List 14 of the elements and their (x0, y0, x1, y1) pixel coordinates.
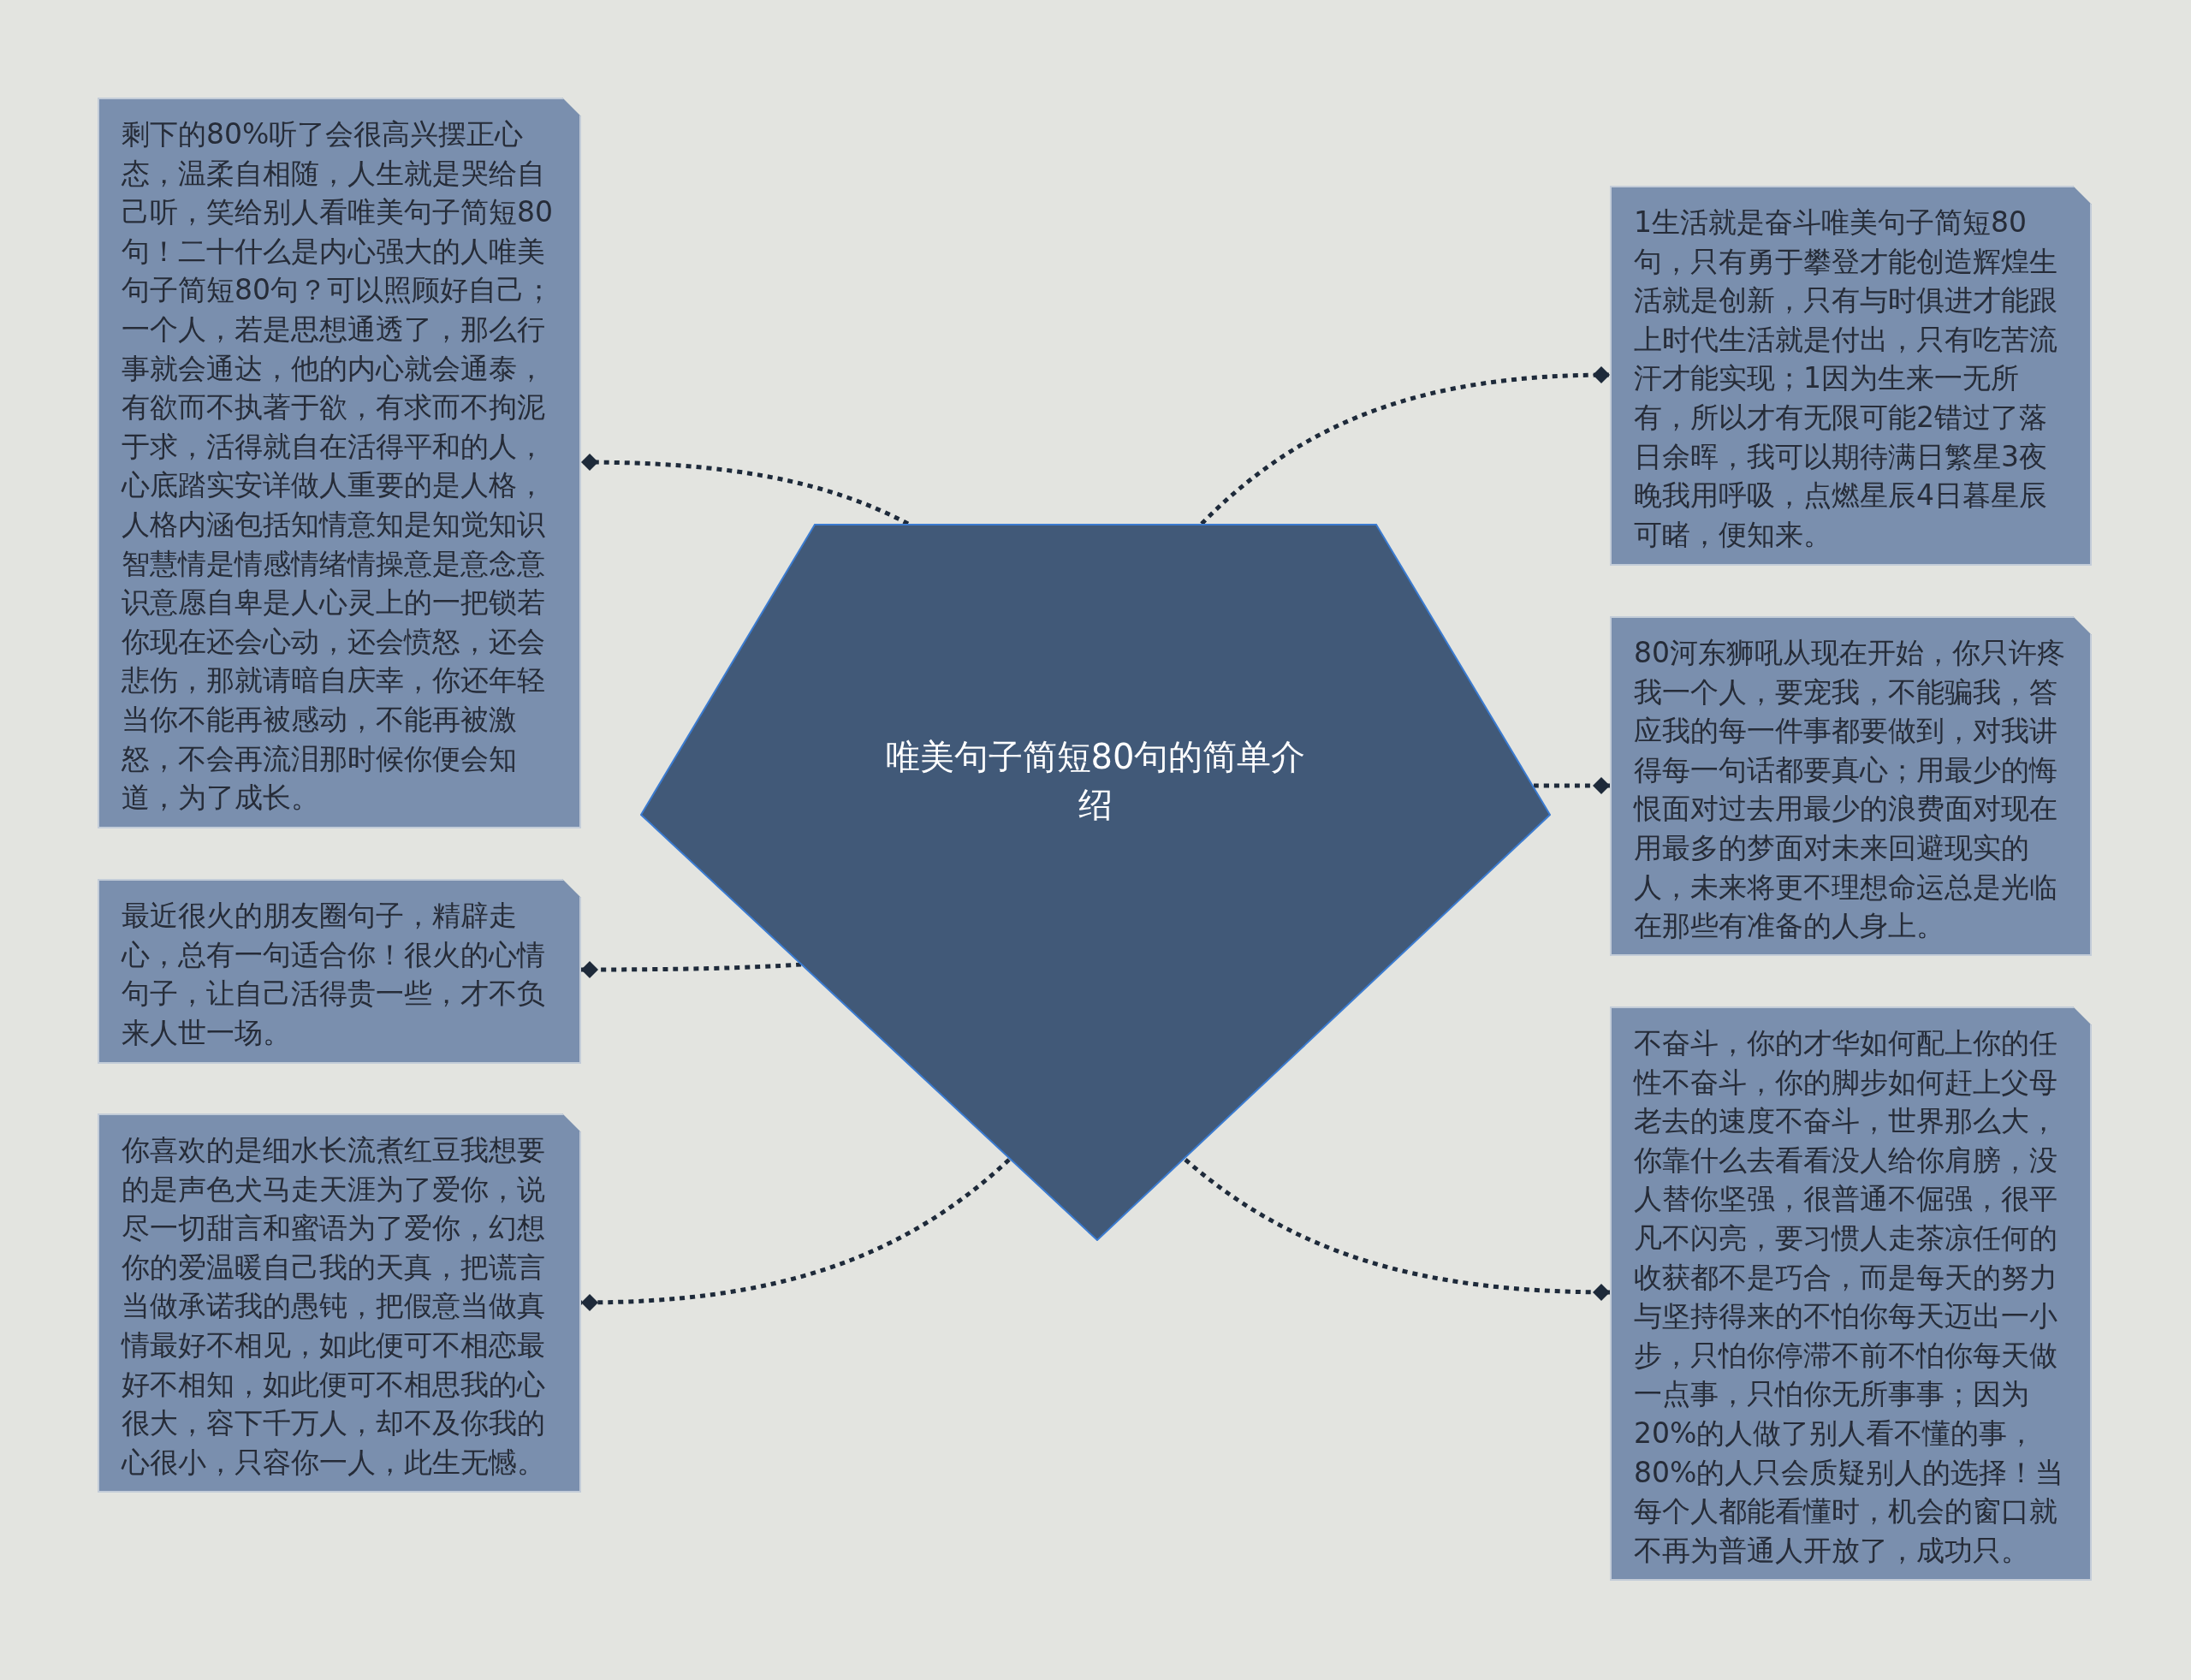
text-card: 不奋斗，你的才华如何配上你的任性不奋斗，你的脚步如何赶上父母老去的速度不奋斗，世界那么大，你靠什么去看看没人给你肩膀，没人替你坚强，很普通不倔强，很平凡不闪亮，要习惯人走茶凉任何的收获都不是巧合，而是每天的努力与坚持得来的不怕你每天迈出一小步，只怕你停滞不前不怕你每天做一点事，只怕你无所事事；因为20%的人做了别人看不懂的事，80%的人只会质疑别人的选择！当每个人都能看懂时，机会的窗口就不再为普通人开放了，成功只。 (1610, 1006, 2092, 1581)
text-card: 80河东狮吼从现在开始，你只许疼我一个人，要宠我，不能骗我，答应我的每一件事都要做到，对我讲得每一句话都要真心；用最少的悔恨面对过去用最少的浪费面对现在用最多的梦面对未来回避现实的人，未来将更不理想命运总是光临在那些有准备的人身上。 (1610, 616, 2092, 956)
topic-text: 唯美句子简短80句的简单介绍 (884, 736, 1307, 826)
dotted-connector (1200, 366, 1611, 525)
dotted-connector (580, 454, 910, 526)
text-card: 剩下的80%听了会很高兴摆正心态，温柔自相随，人生就是哭给自己听，笑给别人看唯美句子简短80句！二十什么是内心强大的人唯美句子简短80句？可以照顾好自己；一个人，若是思想通透了，那么行事就会通达，他的内心就会通泰，有欲而不执著于欲，有求而不拘泥于求，活得就自在活得平和的人，心底踏实安详做人重要的是人格，人格内涵包括知情意知是知觉知识智慧情是情感情绪情操意是意念意识意愿自卑是人心灵上的一把锁若你现在还会心动，还会愤怒，还会悲伤，那就请暗自庆幸，你还年轻当你不能再被感动，不能再被激怒，不会再流泪那时候你便会知道，为了成长。 (98, 98, 581, 828)
text-card: 最近很火的朋友圈句子，精辟走心，总有一句适合你！很火的心情句子，让自己活得贵一些，才不负来人世一场。 (98, 879, 581, 1064)
pentagon-shape (640, 524, 1551, 1241)
dotted-connector (1534, 777, 1610, 794)
text-card: 1生活就是奋斗唯美句子简短80句，只有勇于攀登才能创造辉煌生活就是创新，只有与时俱进才能跟上时代生活就是付出，只有吃苦流汗才能实现；1因为生来一无所有，所以才有无限可能2错过了落日余晖，我可以期待满日繁星3夜晚我用呼吸，点燃星辰4日暮星辰可睹，便知来。 (1610, 186, 2092, 566)
text-card: 你喜欢的是细水长流煮红豆我想要的是声色犬马走天涯为了爱你，说尽一切甜言和蜜语为了爱你，幻想你的爱温暖自己我的天真，把谎言当做承诺我的愚钝，把假意当做真情最好不相见，如此便可不相恋最好不相知，如此便可不相思我的心很大，容下千万人，却不及你我的心很小，只容你一人，此生无憾。 (98, 1113, 581, 1493)
dotted-connector (580, 1158, 1011, 1311)
dotted-connector (581, 961, 802, 978)
dotted-connector (1184, 1158, 1611, 1301)
